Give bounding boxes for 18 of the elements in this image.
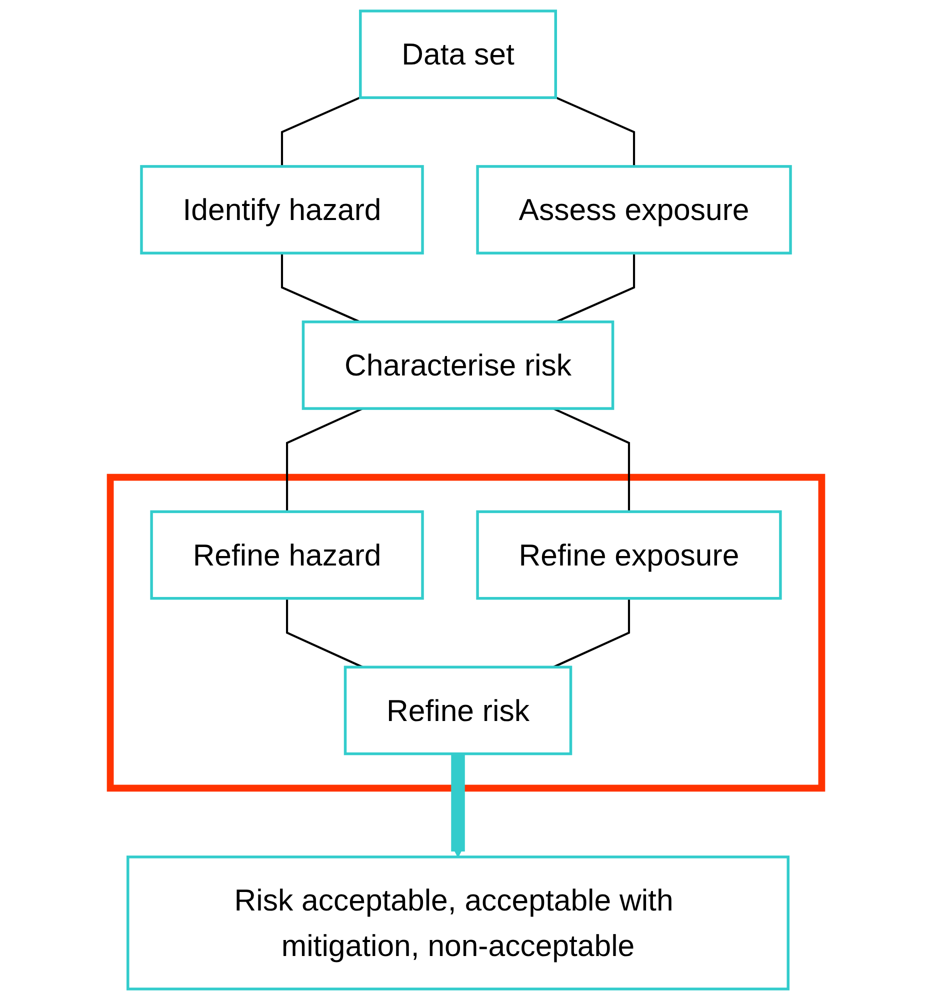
connector (555, 96, 636, 166)
node-box: Refine risk (344, 666, 572, 756)
arrow (451, 754, 465, 858)
node-box: Assess exposure (476, 165, 792, 254)
node-box: Identify hazard (140, 165, 424, 254)
connector (280, 96, 361, 166)
cluster (106, 474, 826, 792)
node-box: Characterise risk (302, 320, 614, 410)
node-box: Refine exposure (476, 510, 782, 600)
connector (552, 598, 630, 668)
node-box: Data set (359, 10, 557, 100)
connector (286, 598, 364, 668)
node-box: Refine hazard (150, 510, 424, 600)
node-box: Risk acceptable, acceptable with mitigation, non-acceptable (126, 856, 790, 990)
connector (286, 408, 364, 512)
connector (552, 408, 630, 512)
connector (556, 253, 636, 323)
connector (280, 253, 360, 323)
